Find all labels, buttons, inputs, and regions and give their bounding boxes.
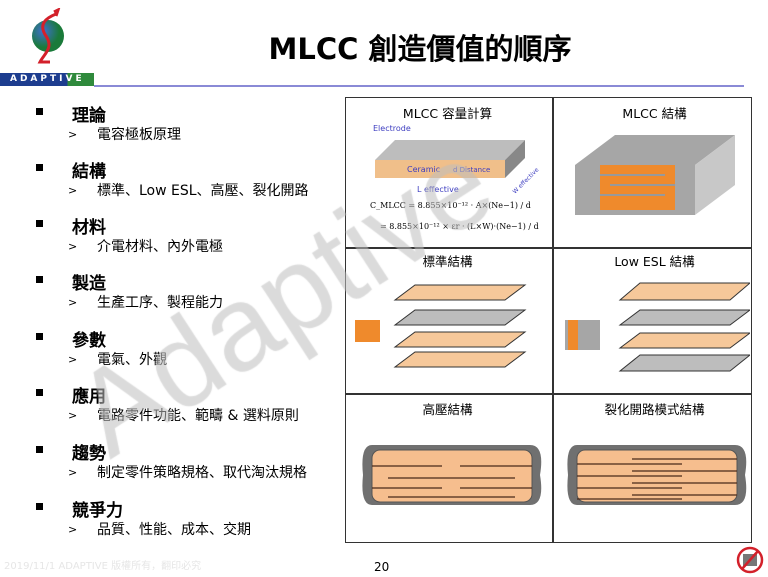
chevron-right-icon: > [68, 296, 78, 309]
outline-subitem: 電路零件功能、範疇 & 選料原則 [97, 408, 299, 424]
outline-heading: 材料 [72, 218, 106, 238]
square-bullet-icon [36, 164, 43, 171]
grid-divider [552, 97, 554, 543]
label-l-effective: L effective [417, 185, 459, 194]
no-copy-icon [736, 546, 764, 574]
formula-line-1: C_MLCC = 8.855×10⁻¹² · A×(Ne−1) / d [370, 201, 531, 210]
outline-heading: 應用 [72, 387, 106, 407]
label-electrode: Electrode [373, 124, 411, 133]
standard-stack-diagram [355, 284, 527, 368]
square-bullet-icon [36, 220, 43, 227]
outline-subitem: 標準、Low ESL、高壓、裂化開路 [97, 183, 309, 199]
square-bullet-icon [36, 389, 43, 396]
outline-heading: 結構 [72, 162, 106, 182]
label-ceramic: Ceramic [407, 165, 440, 174]
electrode-diagram: Electrode Ceramic d Distance L effective… [373, 124, 541, 195]
outline-heading: 參數 [72, 331, 106, 351]
outline-heading: 理論 [72, 106, 106, 126]
chevron-right-icon: > [68, 466, 78, 479]
chevron-right-icon: > [68, 128, 78, 141]
outline-heading: 競爭力 [72, 501, 123, 521]
panel-title-structure: MLCC 結構 [622, 106, 687, 121]
mlcc-structure-diagram [575, 135, 735, 215]
crack-open-diagram [567, 445, 747, 505]
outline-subitem: 生產工序、製程能力 [97, 295, 223, 311]
panel-title-low-esl: Low ESL 結構 [614, 254, 695, 269]
adaptive-globe-logo [32, 8, 64, 64]
outline-subitem: 電容極板原理 [97, 127, 181, 143]
outline-subitem: 介電材料、內外電極 [97, 239, 223, 255]
outline-subitem: 制定零件策略規格、取代淘汰規格 [97, 465, 307, 481]
label-w-effective: W effective [511, 166, 540, 195]
square-bullet-icon [36, 333, 43, 340]
square-bullet-icon [36, 276, 43, 283]
chevron-right-icon: > [68, 184, 78, 197]
grid-divider [345, 393, 752, 395]
label-distance: d Distance [453, 166, 490, 174]
outline-heading: 趨勢 [72, 444, 106, 464]
outline-subitem: 品質、性能、成本、交期 [97, 522, 251, 538]
square-bullet-icon [36, 446, 43, 453]
chevron-right-icon: > [68, 409, 78, 422]
low-esl-stack-diagram [565, 282, 750, 372]
square-bullet-icon [36, 108, 43, 115]
outline-heading: 製造 [72, 274, 106, 294]
chevron-right-icon: > [68, 523, 78, 536]
slide-title: MLCC 創造價值的順序 [268, 32, 572, 66]
outline-subitem: 電氣、外觀 [97, 352, 167, 368]
chevron-right-icon: > [68, 240, 78, 253]
brand-bar: ADAPTIVE [0, 73, 94, 86]
footer-copyright: 2019/11/1 ADAPTIVE 版權所有，翻印必究 [4, 561, 202, 572]
panel-title-standard: 標準結構 [422, 254, 473, 269]
panel-title-crack-open: 裂化開路模式結構 [604, 402, 705, 417]
header-rule [94, 85, 744, 87]
high-voltage-diagram [362, 445, 542, 505]
square-bullet-icon [36, 503, 43, 510]
chevron-right-icon: > [68, 353, 78, 366]
grid-divider [345, 247, 752, 249]
formula-line-2: = 8.855×10⁻¹² × εr · (L×W)·(Ne−1) / d [380, 222, 539, 231]
page-number: 20 [374, 560, 390, 574]
panel-title-high-voltage: 高壓結構 [422, 402, 473, 417]
